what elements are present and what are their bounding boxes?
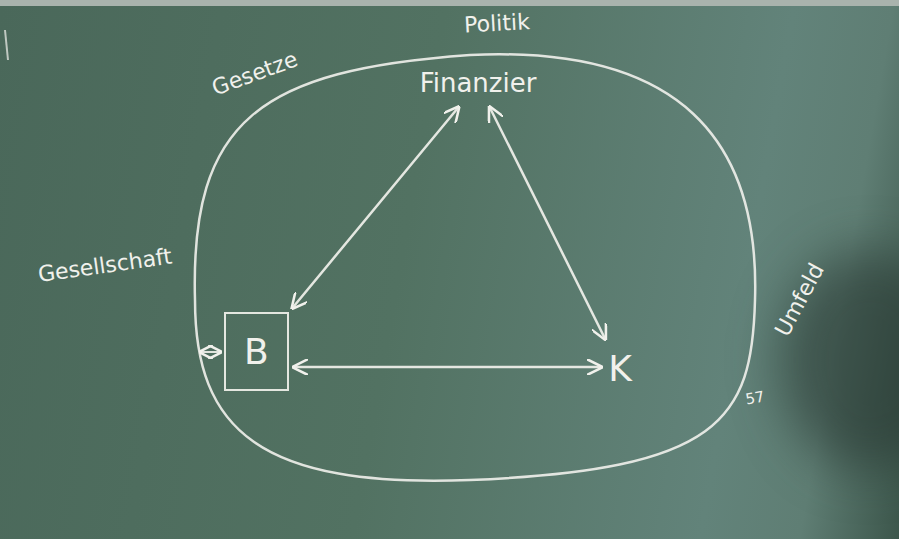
society-arrow bbox=[200, 351, 221, 353]
actor-box: B bbox=[224, 312, 289, 391]
board-frame bbox=[0, 0, 899, 6]
chalk-mark bbox=[5, 30, 8, 60]
relation-arrow bbox=[490, 107, 606, 339]
relation-arrow bbox=[294, 366, 602, 369]
context-label: Gesellschaft bbox=[36, 244, 173, 289]
actor-label: K bbox=[606, 343, 634, 394]
relation-arrow bbox=[292, 107, 458, 308]
context-label: Politik bbox=[464, 9, 531, 39]
environment-oval bbox=[195, 54, 755, 480]
actor-label: Finanzier bbox=[418, 64, 539, 103]
node-text: K bbox=[608, 347, 632, 390]
node-text: Finanzier bbox=[420, 68, 537, 99]
callout-number: 57 bbox=[744, 387, 766, 408]
node-text: B bbox=[244, 330, 269, 373]
